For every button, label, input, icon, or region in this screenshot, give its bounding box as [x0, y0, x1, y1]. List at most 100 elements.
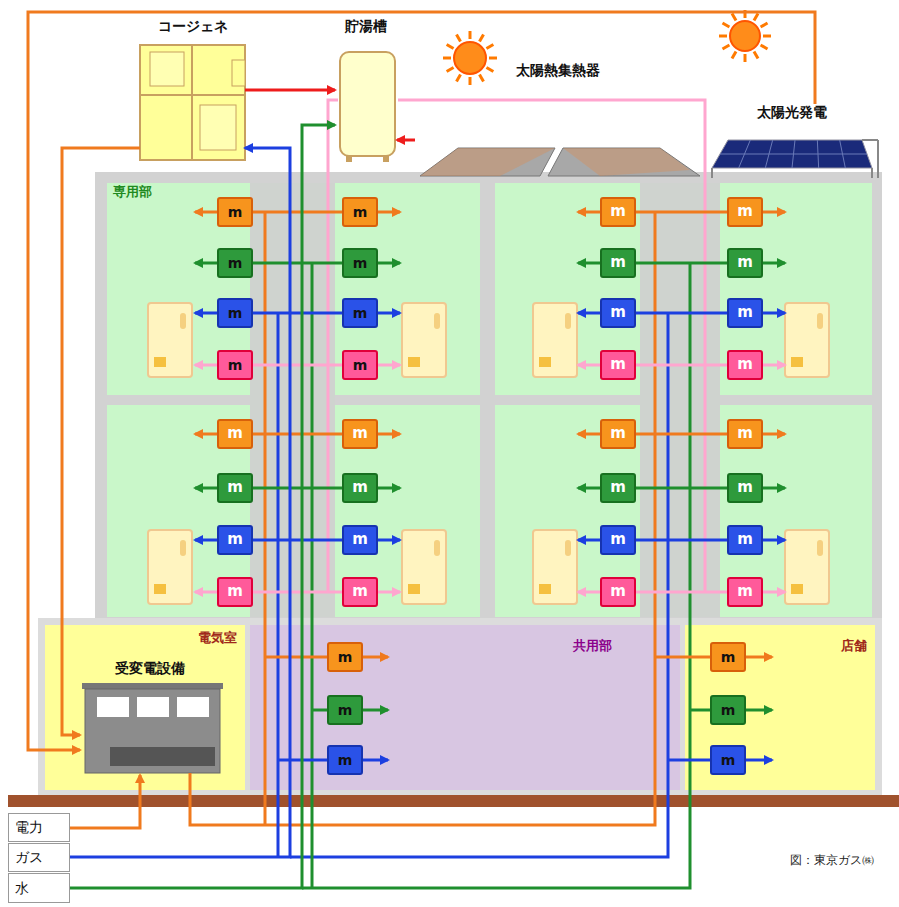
appliance-detail — [408, 584, 420, 594]
node-label: 電力 — [15, 819, 43, 835]
meter-label: m — [352, 531, 368, 548]
meter-box: m — [710, 695, 746, 725]
electric-room: 電気室受変電設備 — [45, 625, 245, 790]
appliance-detail — [817, 313, 823, 329]
meter-label: m — [227, 583, 243, 600]
meter-label: m — [737, 203, 753, 220]
building-frame — [95, 172, 882, 622]
pv-frame — [877, 140, 879, 178]
figure-caption: 図：東京ガス㈱ — [790, 852, 874, 869]
meter-label: m — [610, 304, 626, 321]
pv-leg — [871, 168, 873, 178]
electric-room-area — [45, 625, 245, 790]
meter-label: m — [610, 583, 626, 600]
power-receiving-cabinet — [82, 683, 223, 773]
meter-box: m — [342, 248, 378, 278]
cabinet-top — [82, 683, 223, 689]
meter-box: m — [727, 419, 763, 449]
meter-label: m — [353, 357, 368, 373]
pipe-line — [746, 759, 772, 762]
pv-leg — [711, 168, 713, 178]
meter-box: m — [600, 473, 636, 503]
node-label: 電気室 — [198, 631, 237, 646]
meter-box: m — [710, 642, 746, 672]
pipe-line — [190, 212, 655, 825]
meter-box: m — [600, 525, 636, 555]
meter-label: m — [610, 203, 626, 220]
meter-label: m — [610, 356, 626, 373]
sun — [454, 42, 486, 74]
meter-label: m — [227, 425, 243, 442]
machine-body — [140, 45, 245, 160]
sun-ray — [744, 54, 747, 62]
meter-box: m — [727, 298, 763, 328]
flow-connector — [70, 125, 335, 888]
meter-box: m — [342, 473, 378, 503]
meter-label: m — [338, 752, 353, 768]
solar-collector — [420, 148, 700, 176]
appliance-detail — [539, 584, 551, 594]
meter-label: m — [338, 702, 353, 718]
sun-symbols — [443, 10, 771, 85]
cabinet-window — [97, 697, 129, 717]
meter-box: m — [710, 745, 746, 775]
pipe-line — [363, 709, 388, 712]
sun-ray — [754, 13, 758, 20]
meter-box: m — [727, 350, 763, 380]
tank-body — [340, 52, 395, 156]
meter-box: m — [342, 577, 378, 607]
appliance-icon — [148, 303, 192, 377]
meter-box: m — [342, 419, 378, 449]
meter-box: m — [727, 525, 763, 555]
common-area: 共用部mmm — [250, 625, 680, 790]
meter-label: m — [352, 583, 368, 600]
meter-box: m — [217, 248, 253, 278]
meter-label: m — [353, 255, 368, 271]
meter-label: m — [737, 425, 753, 442]
storage-tank: 貯湯槽 — [335, 18, 397, 163]
meter-box: m — [327, 695, 363, 725]
collector-panel — [420, 148, 555, 176]
meter-label: m — [353, 305, 368, 321]
node-label: 貯湯槽 — [345, 18, 387, 34]
pv-surface — [712, 140, 872, 168]
pv-array: 太陽光発電 — [712, 104, 872, 172]
pipe-line — [264, 212, 267, 825]
meter-box: m — [600, 248, 636, 278]
tank-leg — [346, 156, 352, 162]
meter-box: m — [600, 197, 636, 227]
supply-cell: ガス — [8, 843, 70, 872]
node-label: 店舗 — [841, 639, 867, 654]
supply-cell: 水 — [8, 873, 70, 903]
appliance-detail — [154, 584, 166, 594]
sun-ray — [469, 77, 472, 85]
meter-box: m — [727, 577, 763, 607]
flow-connector — [70, 775, 140, 828]
flow-connector — [397, 139, 415, 142]
cogeneration-unit: コージェネ — [140, 18, 245, 163]
sun-ray — [719, 35, 727, 38]
appliance-detail — [565, 313, 571, 329]
pipe-shaft — [250, 183, 335, 617]
sun-ray — [457, 74, 461, 81]
meter-label: m — [721, 702, 736, 718]
node-label: ガス — [15, 849, 43, 865]
pipe-line — [302, 263, 690, 888]
ground-line — [8, 795, 899, 807]
machine-duct — [232, 60, 245, 86]
appliance-icon — [785, 530, 829, 604]
sun-ray — [722, 45, 729, 49]
node-label: 受変電設備 — [115, 660, 185, 676]
meter-box: m — [600, 419, 636, 449]
node-label: 共用部 — [573, 639, 612, 654]
cabinet-window — [137, 697, 169, 717]
meter-box: m — [217, 298, 253, 328]
flow-connector — [245, 89, 335, 92]
node-label: 太陽熱集熱器 — [516, 62, 600, 78]
sun-ray — [469, 31, 472, 39]
sun-ray — [761, 45, 768, 49]
appliance-icon — [402, 530, 446, 604]
sun-ray — [489, 57, 497, 60]
cabinet-body — [85, 689, 220, 773]
